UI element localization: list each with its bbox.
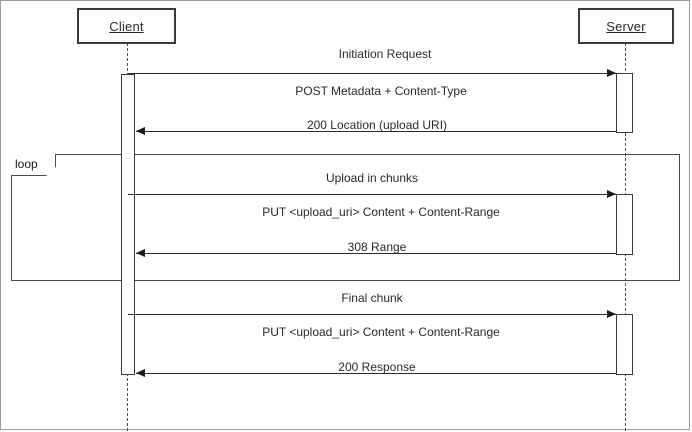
loop-fragment-tab bbox=[11, 154, 56, 176]
note-final-chunk: Final chunk bbox=[341, 291, 403, 305]
arrowhead-post-metadata bbox=[607, 69, 616, 77]
loop-fragment[interactable] bbox=[11, 154, 680, 281]
message-line-200-response bbox=[136, 373, 616, 374]
participant-server-label: Server bbox=[606, 18, 646, 34]
arrowhead-put-final-chunk bbox=[607, 310, 616, 318]
message-label-200-response: 200 Response bbox=[338, 360, 416, 374]
loop-fragment-label: loop bbox=[15, 157, 38, 171]
arrowhead-200-response bbox=[136, 369, 145, 377]
activation-bar-server-1 bbox=[616, 73, 633, 133]
participant-client-label: Client bbox=[109, 18, 144, 34]
note-initiation-request: Initiation Request bbox=[338, 47, 432, 61]
message-label-post-metadata: POST Metadata + Content-Type bbox=[295, 84, 467, 98]
note-upload-in-chunks: Upload in chunks bbox=[325, 171, 419, 185]
activation-bar-server-3 bbox=[616, 314, 633, 375]
message-line-put-final-chunk bbox=[128, 314, 616, 315]
message-line-put-chunk bbox=[128, 194, 616, 195]
message-line-post-metadata bbox=[128, 73, 616, 74]
arrowhead-put-chunk bbox=[607, 190, 616, 198]
message-line-200-location bbox=[136, 131, 616, 132]
activation-bar-server-2 bbox=[616, 194, 633, 255]
arrowhead-200-location bbox=[136, 127, 145, 135]
message-label-put-chunk: PUT <upload_uri> Content + Content-Range bbox=[262, 205, 500, 219]
participant-client[interactable]: Client bbox=[77, 8, 176, 44]
activation-bar-client bbox=[121, 74, 135, 375]
message-label-308-range: 308 Range bbox=[347, 240, 407, 254]
participant-server[interactable]: Server bbox=[578, 8, 674, 44]
arrowhead-308-range bbox=[136, 249, 145, 257]
message-line-308-range bbox=[136, 253, 616, 254]
message-label-200-location: 200 Location (upload URI) bbox=[306, 118, 448, 132]
message-label-put-final-chunk: PUT <upload_uri> Content + Content-Range bbox=[262, 325, 500, 339]
